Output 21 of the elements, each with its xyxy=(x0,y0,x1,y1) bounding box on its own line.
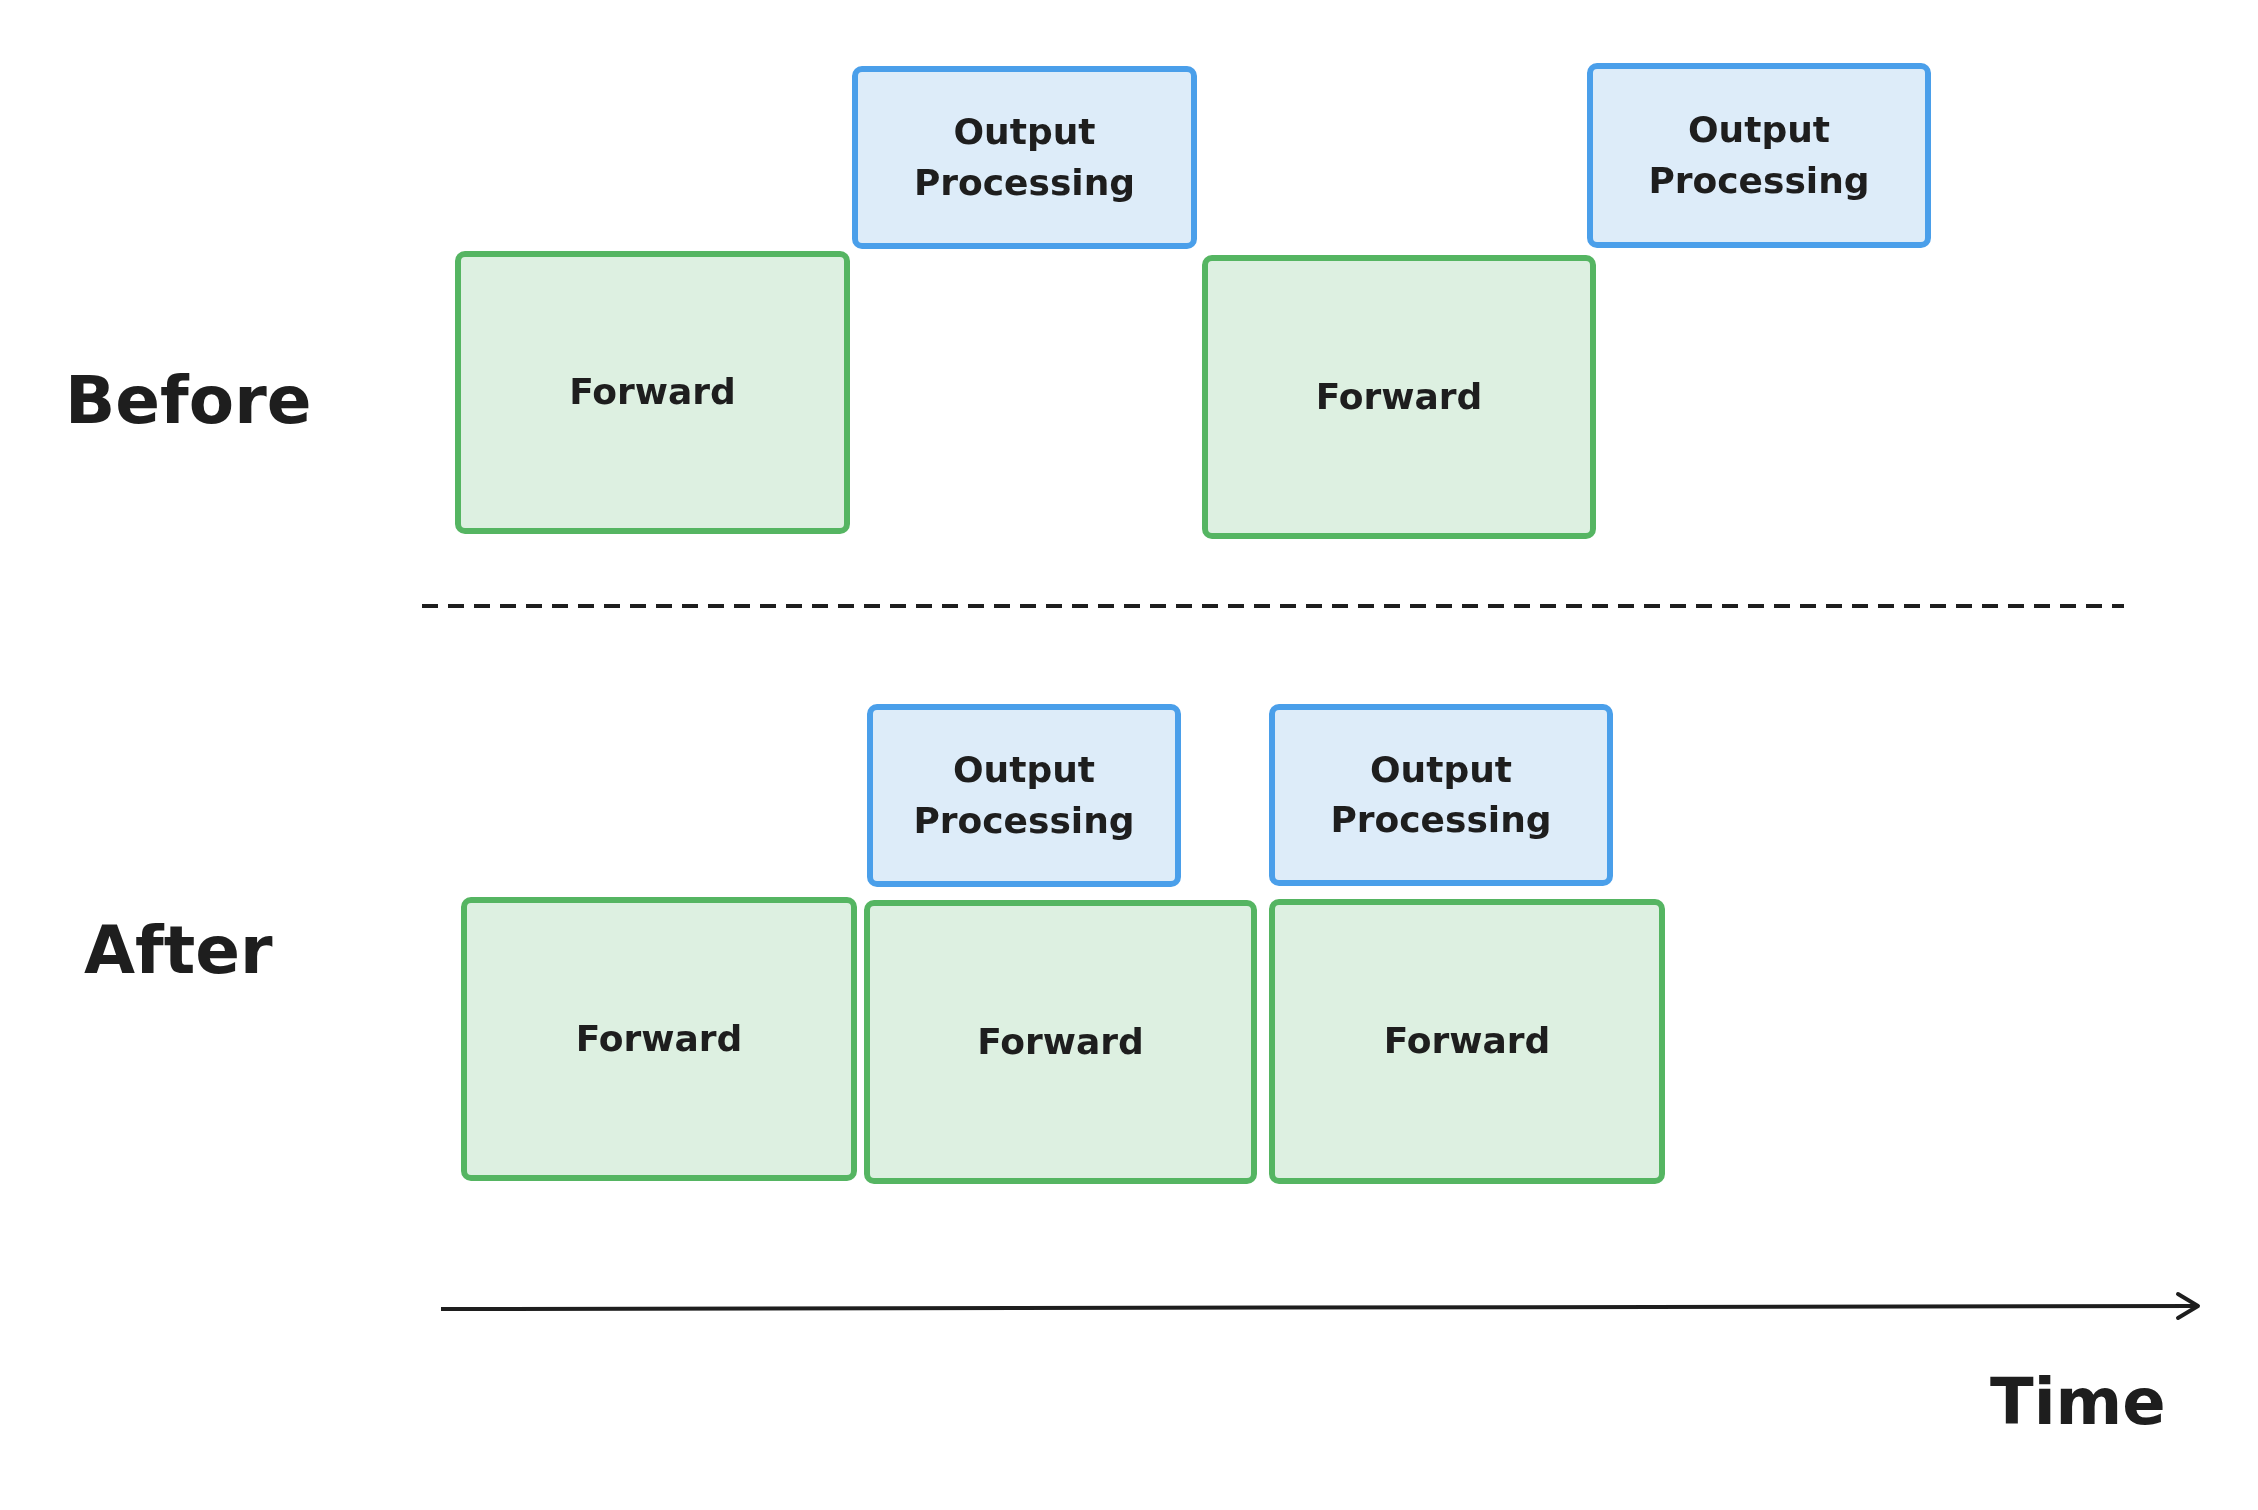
box-label: Forward xyxy=(568,370,737,415)
box-label: Forward xyxy=(1382,1019,1552,1064)
forward-box xyxy=(461,897,857,1181)
output-processing-box xyxy=(1269,704,1613,886)
forward-box xyxy=(1269,899,1665,1184)
output-processing-box xyxy=(867,704,1181,887)
row-label: After xyxy=(84,918,273,984)
forward-box xyxy=(1202,255,1596,539)
axis-label: Time xyxy=(1990,1370,2166,1434)
box-label: Output Processing xyxy=(912,110,1137,205)
box-label: Output Processing xyxy=(912,748,1136,843)
box-label: Output Processing xyxy=(1329,747,1553,842)
box-label: Output Processing xyxy=(1647,108,1871,203)
box-label: Forward xyxy=(574,1016,744,1061)
output-processing-box xyxy=(1587,63,1931,248)
forward-box xyxy=(455,251,850,534)
box-label: Forward xyxy=(976,1019,1145,1064)
forward-box xyxy=(864,900,1257,1184)
row-label: Before xyxy=(65,368,312,434)
box-label: Forward xyxy=(1314,374,1484,419)
output-processing-box xyxy=(852,66,1197,249)
